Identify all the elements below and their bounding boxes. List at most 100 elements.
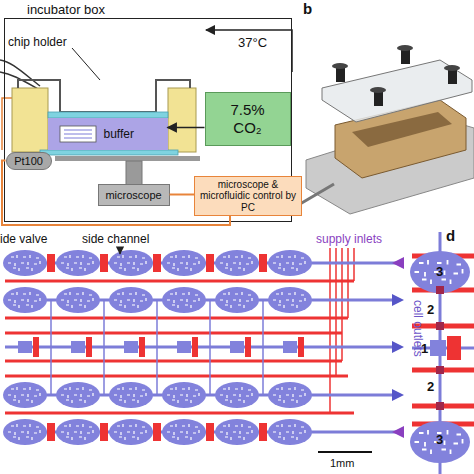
side-valve: [100, 254, 108, 272]
outlet-triangle: [392, 294, 404, 306]
screw-knob: [370, 87, 386, 93]
node-text: 7.5% CO₂: [223, 101, 273, 136]
chamber: [268, 382, 312, 408]
control-line: [5, 280, 354, 283]
chamber: [109, 382, 153, 408]
panel-letter: b: [303, 1, 312, 16]
zoom-valve: [447, 336, 461, 360]
cell-trap: [283, 341, 297, 353]
chamber: [56, 250, 100, 276]
chamber: [162, 250, 206, 276]
holder-block: [12, 88, 48, 152]
supply-line: [347, 248, 349, 318]
leader-line: [72, 48, 100, 80]
side-valve: [259, 254, 267, 272]
side-channel-line: [50, 300, 52, 395]
cell-trap: [177, 341, 191, 353]
outlet-triangle: [392, 341, 404, 353]
part-label: side channel: [82, 233, 149, 245]
gas-supply-box: 7.5% CO₂: [205, 92, 291, 146]
panel-letter: d: [446, 228, 455, 243]
microscope-box: microscope: [98, 184, 170, 206]
holder-rod: [300, 184, 334, 204]
flow-arrow: [168, 127, 205, 129]
holder-lid: [18, 80, 190, 112]
callout-number: 3: [436, 265, 443, 278]
callout-number: 1: [421, 342, 428, 355]
callout-number: 3: [436, 433, 443, 446]
channel-line: [5, 346, 396, 349]
valve-crossing: [436, 402, 444, 410]
objective: [126, 161, 142, 185]
temperature-label: 37°C: [238, 36, 267, 49]
chamber: [162, 287, 206, 313]
control-line: [5, 332, 342, 335]
control-line: [5, 317, 348, 320]
chamber: [268, 287, 312, 313]
node-text: microscope: [105, 189, 161, 201]
valve-crossing: [436, 366, 444, 374]
traps: [18, 341, 297, 353]
side-valve: [47, 254, 55, 272]
side-valve: [100, 423, 108, 441]
side-channel-line: [156, 300, 158, 395]
side-valve: [206, 423, 214, 441]
node-text: Pt100: [14, 155, 43, 167]
trap-valve: [33, 337, 39, 357]
chamber: [56, 419, 100, 445]
pointer-arrow: [119, 247, 120, 254]
channels: [5, 263, 396, 432]
chamber: [3, 250, 47, 276]
chamber: [56, 382, 100, 408]
side-channels: [51, 300, 263, 395]
node-text: incubator box: [27, 2, 105, 17]
outlet-triangle: [392, 389, 404, 401]
chamber: [215, 287, 259, 313]
control-line: [5, 412, 354, 415]
chamber: [215, 382, 259, 408]
zoom-chamber: [410, 421, 470, 463]
trap-valve: [139, 337, 145, 357]
trap-valve: [298, 337, 304, 357]
part-label: ide valve: [0, 233, 47, 245]
scale-bar: [318, 451, 372, 453]
inlet-triangle: [392, 426, 404, 438]
sensor-box: Pt100: [6, 152, 52, 170]
screw-knob: [444, 65, 460, 71]
port-label: supply inlets: [316, 233, 382, 245]
chamber: [3, 419, 47, 445]
side-valve: [259, 423, 267, 441]
trap-valve: [86, 337, 92, 357]
signal-wire: [170, 194, 195, 196]
node-text: buffer: [104, 127, 134, 141]
supply-line: [341, 248, 343, 361]
chamber: [215, 419, 259, 445]
node-text: microscope & microfluidic control by PC: [195, 179, 301, 214]
side-valve: [47, 423, 55, 441]
zoom-trap: [430, 340, 446, 356]
valve-crossing: [436, 322, 444, 330]
side-channel-line: [103, 300, 105, 395]
chamber: [3, 382, 47, 408]
screw-knob: [332, 63, 348, 69]
supply-line: [329, 248, 331, 413]
chamber: [109, 287, 153, 313]
chamber: [268, 250, 312, 276]
side-valve: [206, 254, 214, 272]
callout-number: 2: [427, 303, 434, 316]
chambers: [3, 250, 312, 445]
chamber: [162, 382, 206, 408]
chamber: [109, 250, 153, 276]
scale-label: 1mm: [330, 458, 354, 469]
chamber: [3, 287, 47, 313]
control-line: [5, 360, 342, 363]
chip: [60, 126, 96, 142]
chip-channels: [64, 130, 92, 138]
chamber: [56, 287, 100, 313]
holder-block: [168, 88, 196, 152]
glass-slide: [40, 150, 178, 155]
part-label: chip holder: [8, 36, 67, 48]
supply-lines: [330, 248, 354, 413]
